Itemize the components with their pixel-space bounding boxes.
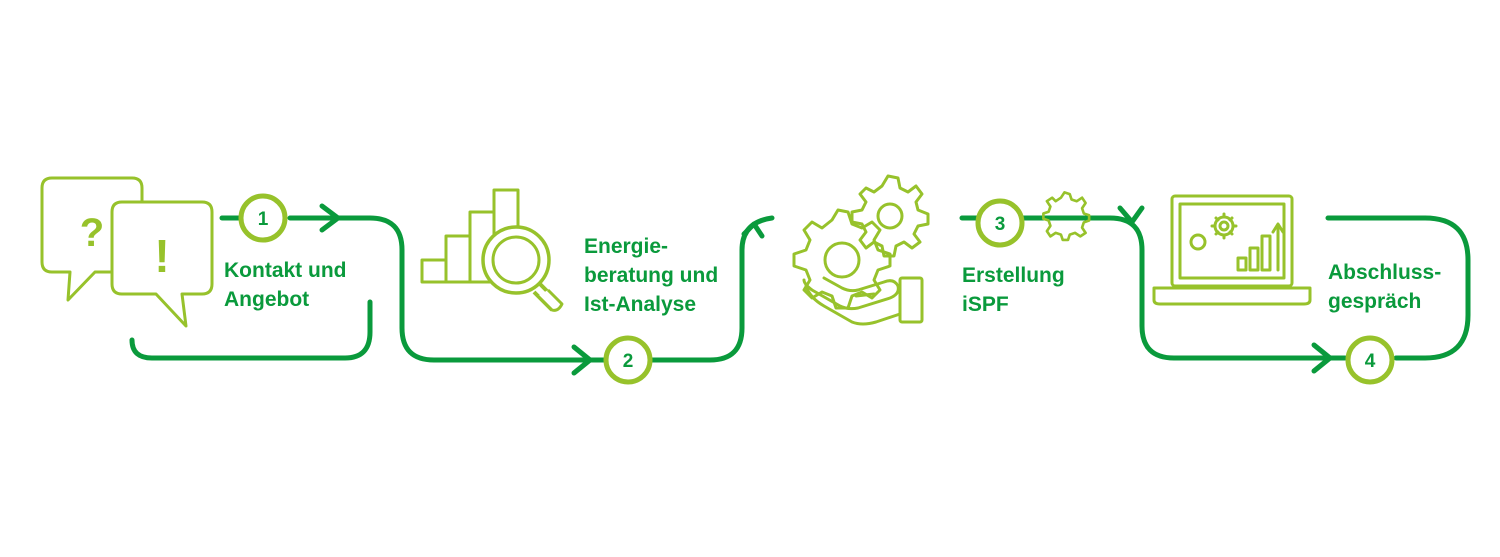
step-number-1: 1: [258, 209, 269, 230]
exclamation-mark-glyph: !: [154, 230, 169, 282]
step-label-3-line-1: Erstellung: [962, 264, 1065, 287]
step-label-2-line-3: Ist-Analyse: [584, 293, 697, 316]
flow-path-segment-1: [129, 299, 373, 361]
hand-gears-icon: [792, 174, 930, 326]
step-number-4: 4: [1365, 351, 1376, 372]
step-circle-1: 1: [238, 193, 288, 243]
arrow-icon-1: [319, 203, 341, 233]
arrow-icon-2: [571, 344, 593, 376]
arrow-icon-5: [1311, 342, 1333, 374]
step-label-2-line-1: Energie-: [584, 235, 669, 258]
laptop-gears-chart-icon: [1042, 191, 1312, 306]
speech-bubbles-icon: ? !: [40, 176, 214, 328]
flow-path-segment-5: [1325, 215, 1471, 361]
step-label-4: Abschluss- gespräch: [1328, 258, 1441, 316]
step-circle-3: 3: [975, 198, 1025, 248]
flow-path-segment-2: [287, 215, 608, 363]
question-mark-glyph: ?: [80, 211, 104, 255]
step-circle-4: 4: [1345, 335, 1395, 385]
step-number-2: 2: [623, 351, 634, 372]
step-label-4-line-2: gespräch: [1328, 290, 1422, 313]
step-label-3: Erstellung iSPF: [962, 261, 1065, 319]
bar-chart-magnifier-icon: [420, 188, 564, 312]
step-label-1-line-2: Angebot: [224, 288, 310, 311]
step-number-3: 3: [995, 214, 1006, 235]
step-label-3-line-2: iSPF: [962, 293, 1009, 316]
step-label-2-line-2: beratung und: [584, 264, 719, 287]
step-circle-2: 2: [603, 335, 653, 385]
step-label-1: Kontakt und Angebot: [224, 256, 346, 314]
step-label-2: Energie- beratung und Ist-Analyse: [584, 232, 718, 319]
arrow-icon-3: [741, 221, 765, 239]
step-label-4-line-1: Abschluss-: [1328, 261, 1442, 284]
flow-path-segment-4: [959, 215, 1348, 361]
step-label-1-line-1: Kontakt und: [224, 259, 347, 282]
arrow-icon-4: [1117, 205, 1145, 225]
